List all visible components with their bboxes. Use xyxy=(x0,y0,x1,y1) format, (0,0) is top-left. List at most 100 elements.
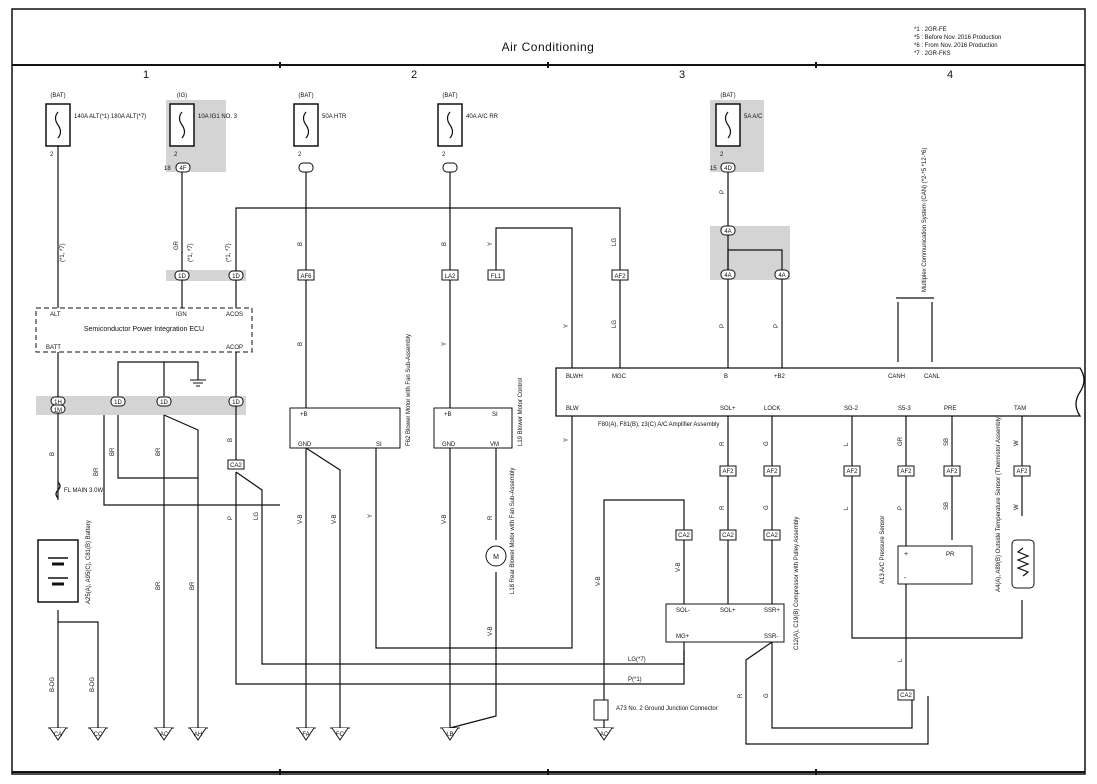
svg-text:ALT: ALT xyxy=(50,312,61,318)
svg-text:1D: 1D xyxy=(178,274,186,280)
svg-text:AF6: AF6 xyxy=(300,274,312,280)
svg-text:(IG): (IG) xyxy=(177,93,187,99)
fuse-ig1: (IG) 10A IG1 NO. 3 2 18 4F xyxy=(164,93,238,173)
fuse-ac-rr-label: 40A A/C RR xyxy=(466,114,499,120)
svg-text:W: W xyxy=(1014,440,1020,446)
svg-text:BR: BR xyxy=(110,447,116,456)
semiconductor-ecu: ALT IGN ACOS Semiconductor Power Integra… xyxy=(35,307,253,353)
svg-text:(BAT): (BAT) xyxy=(720,93,735,99)
blower-motor-front: +B GND SI F62 Blower Motor with Fan Sub-… xyxy=(289,334,412,449)
svg-text:W: W xyxy=(1014,504,1020,510)
svg-text:L: L xyxy=(898,658,904,662)
svg-text:G: G xyxy=(764,505,770,510)
pressure-sensor: + PR - A13 A/C Pressure Sensor xyxy=(880,516,973,585)
svg-text:ACOS: ACOS xyxy=(226,312,243,318)
rear-blower-name: L18 Rear Blower Motor with Fan Sub-Assem… xyxy=(510,468,516,594)
svg-text:AF2: AF2 xyxy=(900,469,912,475)
svg-text:R: R xyxy=(720,505,726,510)
svg-text:GR: GR xyxy=(174,240,180,250)
svg-text:B-DG: B-DG xyxy=(90,677,96,692)
svg-text:CANL: CANL xyxy=(924,374,941,380)
production-notes: *1 : 2GR-FE *5 : Before Nov. 2016 Produc… xyxy=(914,27,1001,57)
svg-text:V-B: V-B xyxy=(676,562,682,572)
svg-text:B: B xyxy=(228,438,234,442)
battery-name: A25(A), A95(C), C81(B) Battery xyxy=(86,520,92,604)
svg-text:BLW: BLW xyxy=(566,406,579,412)
svg-text:Y: Y xyxy=(564,438,570,442)
ground-symbols: CA CC AC AH FA FC LB AC xyxy=(48,727,614,741)
ground-lb: LB xyxy=(440,727,460,741)
svg-text:PRE: PRE xyxy=(944,406,956,412)
svg-text:B: B xyxy=(442,242,448,246)
svg-text:Y: Y xyxy=(488,242,494,246)
svg-text:+B: +B xyxy=(444,412,452,418)
ac-amplifier: BLWH MGC B +B2 CANH CANL BLW SOL+ LOCK S… xyxy=(555,367,1085,428)
svg-text:S5-3: S5-3 xyxy=(898,406,911,412)
svg-text:AF2: AF2 xyxy=(766,469,778,475)
svg-text:GND: GND xyxy=(442,442,456,448)
svg-text:4F: 4F xyxy=(179,166,186,172)
svg-text:(*1, *7): (*1, *7) xyxy=(60,243,66,262)
svg-text:(*1, *7): (*1, *7) xyxy=(226,243,232,262)
svg-text:V-B: V-B xyxy=(442,514,448,524)
battery: A25(A), A95(C), C81(B) Battery xyxy=(37,520,92,604)
svg-text:SOL+: SOL+ xyxy=(720,406,736,412)
svg-text:AC: AC xyxy=(160,732,169,738)
svg-text:MGC: MGC xyxy=(612,374,627,380)
note-4: *7 : 2GR-FKS xyxy=(914,51,951,57)
svg-text:PR: PR xyxy=(946,552,955,558)
svg-text:1D: 1D xyxy=(160,400,168,406)
svg-text:CANH: CANH xyxy=(888,374,905,380)
svg-text:-: - xyxy=(904,575,907,582)
fuse-alt-label: 140A ALT(*1) 180A ALT(*7) xyxy=(74,114,146,120)
svg-text:Y: Y xyxy=(368,514,374,518)
svg-text:P: P xyxy=(774,324,780,328)
column-ticks xyxy=(279,62,817,775)
column-1: 1 xyxy=(143,69,149,81)
svg-text:R: R xyxy=(738,693,744,698)
fuse-htr-label: 50A HTR xyxy=(322,114,347,120)
fuse-alt: (BAT) 140A ALT(*1) 180A ALT(*7) 2 xyxy=(45,93,146,158)
connector-markers xyxy=(50,225,1031,701)
svg-text:4A: 4A xyxy=(724,273,731,279)
svg-text:1D: 1D xyxy=(232,400,240,406)
blower-front-name: F62 Blower Motor with Fan Sub-Assembly xyxy=(406,334,412,446)
svg-text:CA2: CA2 xyxy=(900,693,912,699)
svg-text:AF2: AF2 xyxy=(946,469,958,475)
svg-text:LA2: LA2 xyxy=(445,274,456,280)
svg-text:LOCK: LOCK xyxy=(764,406,780,412)
svg-text:V-B: V-B xyxy=(488,626,494,636)
column-3: 3 xyxy=(679,69,685,81)
svg-text:2: 2 xyxy=(298,152,302,158)
svg-text:2: 2 xyxy=(174,152,178,158)
ground-ac: AC xyxy=(154,727,174,741)
svg-text:FL1: FL1 xyxy=(491,274,502,280)
svg-text:SSR+: SSR+ xyxy=(764,608,780,614)
svg-text:SG-2: SG-2 xyxy=(844,406,859,412)
fuse-ac-label: 5A A/C xyxy=(744,114,763,120)
column-numbers: 1 2 3 4 xyxy=(143,69,953,81)
fuse-ac: (BAT) 5A A/C 2 15 4D xyxy=(710,93,763,173)
svg-text:P: P xyxy=(720,190,726,194)
svg-text:SOL-: SOL- xyxy=(676,608,690,614)
svg-text:(BAT): (BAT) xyxy=(442,93,457,99)
svg-text:B: B xyxy=(298,342,304,346)
svg-text:1M: 1M xyxy=(54,408,62,414)
ecu-name: Semiconductor Power Integration ECU xyxy=(84,326,204,333)
svg-text:SOL+: SOL+ xyxy=(720,608,736,614)
fuse-htr: (BAT) 50A HTR 2 xyxy=(293,93,347,173)
svg-text:4A: 4A xyxy=(724,229,731,235)
svg-text:R: R xyxy=(488,515,494,520)
svg-text:GND: GND xyxy=(298,442,312,448)
svg-text:CA2: CA2 xyxy=(678,533,690,539)
svg-text:1D: 1D xyxy=(114,400,122,406)
svg-text:P: P xyxy=(228,516,234,520)
svg-text:AF2: AF2 xyxy=(846,469,858,475)
ground-ac-2: AC xyxy=(594,727,614,741)
connector-labels: 1D 1D 1H 1M 1D 1D 1D CA2 AF6 LA2 FL1 AF2… xyxy=(54,229,1028,699)
temperature-sensor-name: A4(A), A89(B) Outside Temperature Sensor… xyxy=(996,415,1002,592)
fl-main-fusible-link: FL MAIN 3.0W xyxy=(55,481,103,499)
ecu-conn-shade-bottom xyxy=(36,396,246,415)
svg-text:BR: BR xyxy=(156,581,162,590)
fuse-ig1-label: 10A IG1 NO. 3 xyxy=(198,114,238,120)
